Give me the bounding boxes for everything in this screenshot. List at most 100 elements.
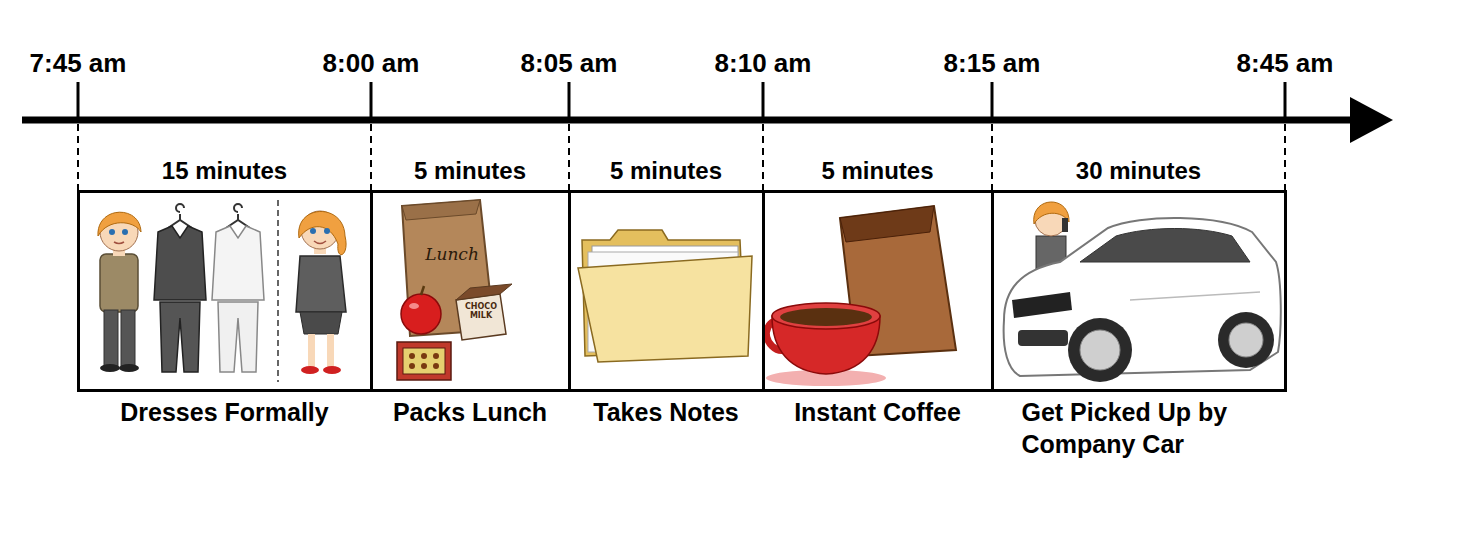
casual-woman-part: [121, 310, 135, 366]
casual-woman-part: [109, 229, 115, 235]
white-suit-part: [234, 204, 242, 212]
company-car-part: [1229, 323, 1263, 357]
time-label: 8:45 am: [1237, 48, 1334, 78]
timeline-axis-part: [22, 117, 1356, 124]
formal-woman-part: [300, 312, 342, 334]
formal-woman-part: [308, 334, 315, 368]
woman-by-car-part: [1062, 218, 1068, 232]
duration-label: 15 minutes: [80, 156, 370, 186]
company-car-part: [1080, 229, 1250, 263]
white-suit-part: [212, 226, 264, 300]
company-car-part: [1130, 292, 1260, 300]
label-holder: 8:15 am: [944, 48, 1041, 78]
coffee-cup: [766, 303, 886, 386]
coffee-cup-part: [772, 303, 880, 329]
label-holder: 8:45 am: [1237, 48, 1334, 78]
casual-woman-part: [98, 212, 141, 236]
activity-panel: 30 minutesGet Picked Up by Company Car: [991, 190, 1287, 392]
formal-woman: [296, 211, 346, 374]
dark-suit-part: [176, 204, 184, 212]
dashed-guides-part: [991, 124, 993, 192]
folder-icon: [578, 230, 752, 362]
casual-woman-part: [114, 242, 124, 244]
activity-panel: 5 minutesPacks Lunch: [370, 190, 571, 392]
company-car-part: [1012, 292, 1072, 318]
company-car: [1004, 218, 1281, 382]
white-suit: [212, 204, 264, 372]
formal-woman-part: [314, 241, 326, 244]
apple: [401, 286, 441, 334]
apple-part: [401, 294, 441, 334]
duration-label: 5 minutes: [571, 156, 762, 186]
tick-marks-part: [991, 82, 994, 120]
tick-marks-part: [1284, 82, 1287, 120]
snack-box: [397, 342, 451, 380]
dashed-guides-part: [370, 124, 372, 192]
activity-panel: 5 minutesInstant Coffee: [762, 190, 994, 392]
duration-label: 30 minutes: [994, 156, 1284, 186]
dark-suit: [154, 204, 206, 372]
formal-woman-part: [327, 334, 334, 368]
milk-carton-part: [456, 284, 512, 300]
formal-woman-part: [296, 256, 346, 312]
time-label: 8:05 am: [521, 48, 618, 78]
lunch-bag-part: [402, 200, 480, 220]
activity-caption: Get Picked Up by Company Car: [994, 396, 1284, 460]
snack-box-part: [409, 363, 415, 369]
dashed-guides-part: [1284, 124, 1286, 192]
tick-marks-part: [762, 82, 765, 120]
snack-box-part: [403, 348, 445, 374]
snack-box-part: [421, 353, 427, 359]
milk-carton: [456, 284, 512, 340]
snack-box-part: [433, 353, 439, 359]
apple-part: [421, 286, 424, 295]
formal-woman-part: [310, 228, 316, 234]
formal-woman-part: [301, 366, 319, 374]
time-label: 7:45 am: [30, 48, 127, 78]
activity-caption: Dresses Formally: [80, 396, 370, 428]
label-holder: 7:45 am: [30, 48, 127, 78]
duration-label: 5 minutes: [373, 156, 568, 186]
timeline-axis-part: [1350, 97, 1393, 143]
dark-suit-part: [154, 226, 206, 300]
tick-marks-part: [77, 82, 80, 120]
company-car-part: [1068, 318, 1132, 382]
time-label: 8:10 am: [715, 48, 812, 78]
bag-lettering: Lunch: [425, 244, 479, 264]
dashed-guides-part: [77, 124, 79, 192]
label-holder: CHOCO MILK: [461, 302, 501, 320]
label-holder: 8:00 am: [323, 48, 420, 78]
folder-icon-part: [578, 256, 752, 362]
label-holder: 8:10 am: [715, 48, 812, 78]
casual-woman-part: [100, 254, 138, 312]
time-label: 8:15 am: [944, 48, 1041, 78]
formal-woman-part: [323, 366, 341, 374]
casual-woman-part: [100, 364, 120, 372]
dashed-guides-part: [568, 124, 570, 192]
activity-caption: Instant Coffee: [765, 396, 991, 428]
casual-woman: [98, 212, 141, 372]
snack-box-part: [397, 342, 451, 380]
dashed-guides-part: [762, 124, 764, 192]
snack-box-part: [421, 363, 427, 369]
carton-lettering: CHOCO MILK: [461, 302, 501, 320]
coffee-bag-part: [840, 206, 934, 242]
label-holder: Lunch: [425, 244, 479, 264]
company-car-part: [1018, 330, 1068, 346]
company-car-part: [1004, 218, 1281, 376]
dark-suit-part: [160, 302, 200, 372]
formal-woman-part: [324, 228, 330, 234]
label-holder: 8:05 am: [521, 48, 618, 78]
casual-woman-part: [119, 364, 139, 372]
tick-marks: [78, 82, 1285, 120]
company-car-part: [1080, 330, 1120, 370]
dashed-guides: [78, 124, 1285, 192]
white-suit-part: [218, 302, 258, 372]
panel-divider: [277, 200, 279, 382]
company-car-part: [1218, 312, 1274, 368]
activity-panel: 15 minutesDresses Formally: [77, 190, 373, 392]
activity-caption: Packs Lunch: [373, 396, 568, 428]
timeline-axis: [22, 97, 1393, 143]
coffee-cup-part: [780, 308, 872, 326]
